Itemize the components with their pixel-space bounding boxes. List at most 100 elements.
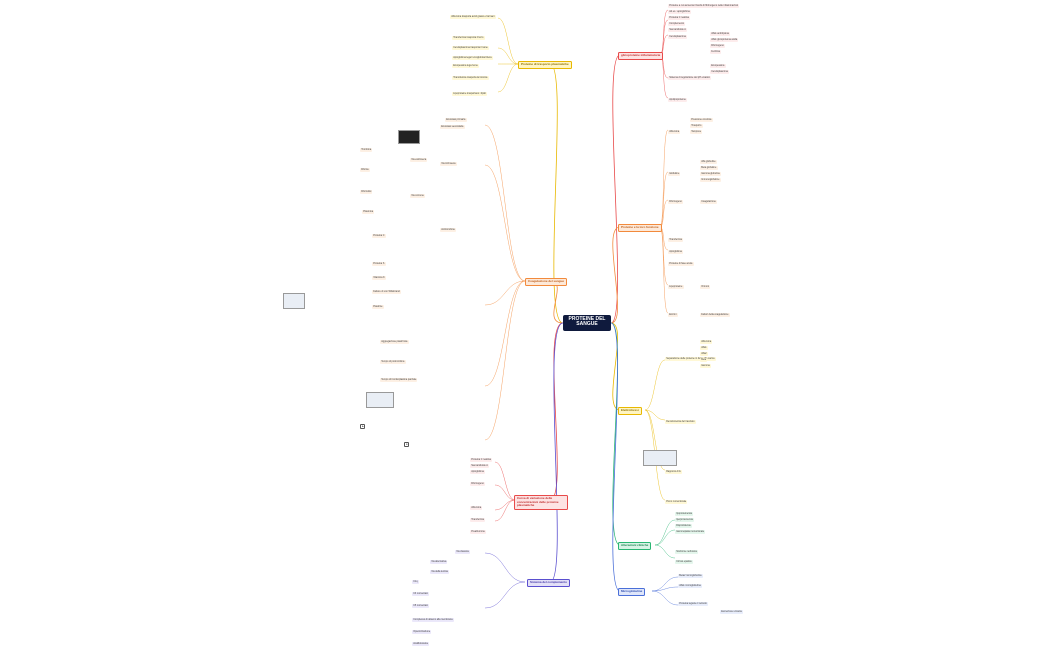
leaf-node[interactable]: Beta2 microglobulina — [678, 573, 703, 578]
leaf-node[interactable]: Lipoproteine trasportano i lipidi — [452, 91, 487, 96]
leaf-node[interactable]: Aptoglobina — [470, 469, 486, 474]
leaf-node[interactable]: Albumina trasporta acidi grassi e farmac… — [450, 14, 496, 19]
leaf-node[interactable]: Ipoproteinemia — [675, 511, 694, 516]
branch-elettroforesi[interactable]: Elettroforesi — [618, 407, 642, 415]
leaf-node[interactable]: Densitometria del tracciato — [665, 419, 696, 424]
leaf-node[interactable]: Ormoni — [700, 284, 711, 289]
leaf-node[interactable]: C3 convertasi — [412, 591, 429, 596]
leaf-node[interactable]: Pressione oncotica — [690, 117, 713, 122]
leaf-node[interactable]: Gamma globuline — [700, 171, 722, 176]
branch-coagulazione[interactable]: Coagulazione del sangue — [525, 278, 568, 286]
branch-glicoproteine[interactable]: glicoproteine infiammatorie — [618, 52, 664, 60]
leaf-node[interactable]: Proteina legante il retinolo — [678, 601, 709, 606]
leaf-node[interactable]: Transferrina — [668, 237, 684, 242]
leaf-node[interactable]: Emostasi secondaria — [440, 124, 465, 129]
leaf-node[interactable]: Sieroamiloide A — [668, 27, 687, 32]
leaf-node[interactable]: Fattori della coagulazione — [700, 312, 730, 317]
leaf-node[interactable]: Apolipoproteine — [668, 97, 687, 102]
leaf-node[interactable]: Ad es.: aptoglobina — [668, 9, 691, 14]
branch-proteine-funzione[interactable]: Proteine e la loro funzione — [618, 224, 662, 232]
branch-microglobuline[interactable]: Microglobuline — [618, 588, 646, 596]
leaf-node[interactable]: Proteina S — [372, 261, 386, 266]
leaf-node[interactable]: Via intrinseca — [440, 161, 457, 166]
leaf-node[interactable]: Alfa1 glicoproteina acida — [710, 37, 739, 42]
leaf-node[interactable]: Enzimi — [668, 312, 678, 317]
leaf-node[interactable]: Proteine di fase acuta — [668, 261, 694, 266]
leaf-node[interactable]: Albumina — [668, 129, 681, 134]
leaf-node[interactable]: Prealbumina — [470, 529, 486, 534]
leaf-node[interactable]: Emostasi primaria — [445, 117, 467, 122]
leaf-node[interactable]: Beta globuline — [700, 165, 718, 170]
leaf-node[interactable]: Via comune — [410, 193, 425, 198]
leaf-node[interactable]: Transtiretina trasporta la tiroxina — [452, 75, 489, 80]
leaf-node[interactable]: Fibrina — [360, 167, 370, 172]
leaf-node[interactable]: Albumina — [700, 339, 713, 344]
leaf-node[interactable]: Immunoglobuline — [700, 177, 721, 182]
leaf-node[interactable]: Albumina — [470, 505, 483, 510]
leaf-node[interactable]: Lipoproteine — [668, 284, 684, 289]
leaf-node[interactable]: Alfa1 microglobulina — [678, 583, 702, 588]
leaf-node[interactable]: Anafilotossine — [412, 641, 430, 646]
leaf-node[interactable]: Transferrina — [470, 517, 486, 522]
leaf-node[interactable]: Beta — [700, 357, 708, 362]
leaf-node[interactable]: Iperproteinemia — [675, 517, 694, 522]
leaf-node[interactable]: C1q — [412, 579, 419, 584]
central-topic[interactable]: PROTEINE DEL SANGUE — [563, 315, 611, 331]
branch-alterazioni[interactable]: Alterazioni cliniche — [618, 542, 652, 550]
leaf-node[interactable]: Globuline — [668, 171, 681, 176]
leaf-node[interactable]: Gamma — [700, 363, 711, 368]
leaf-node[interactable]: Picco monoclonale — [665, 499, 688, 504]
leaf-node[interactable]: Ceruloplasmina — [668, 34, 687, 39]
leaf-node[interactable]: Ceruloplasmina trasporta il rame — [452, 45, 489, 50]
leaf-node[interactable]: Separazione delle proteine in base alla … — [665, 356, 716, 361]
leaf-node[interactable]: Emopessina — [710, 63, 726, 68]
leaf-node[interactable]: Alfa globuline — [700, 159, 717, 164]
leaf-node[interactable]: Via della lectina — [430, 569, 450, 574]
leaf-node[interactable]: Rapporto A/G — [665, 469, 682, 474]
leaf-node[interactable]: Piastrine — [372, 304, 384, 309]
leaf-node[interactable]: Proteina C reattiva — [668, 15, 691, 20]
leaf-node[interactable]: Proteine a cui aumenta il livello di fib… — [668, 3, 740, 8]
leaf-node[interactable]: Alfa1 — [700, 345, 708, 350]
leaf-node[interactable]: Fattore di von Willebrand — [372, 289, 401, 294]
leaf-node[interactable]: Tempo di protrombina — [380, 359, 406, 364]
leaf-node[interactable]: Sieroamiloide A — [470, 463, 489, 468]
leaf-node[interactable]: Fibrinogeno — [668, 199, 684, 204]
leaf-node[interactable]: Tampone — [690, 129, 703, 134]
leaf-node[interactable]: Transferrina trasporta il ferro — [452, 35, 485, 40]
leaf-node[interactable]: Emopessina lega l'eme — [452, 63, 480, 68]
leaf-node[interactable]: Disprotidemie — [675, 523, 692, 528]
branch-trasporto[interactable]: Proteine di trasporto plasmatiche — [518, 61, 572, 69]
leaf-node[interactable]: Tempo di tromboplastina parziale — [380, 377, 418, 382]
leaf-node[interactable]: Via classica — [455, 549, 470, 554]
leaf-node[interactable]: Antitrombina — [440, 227, 456, 232]
leaf-node[interactable]: Sindrome nefrosica — [675, 549, 698, 554]
leaf-node[interactable]: Vitamina K — [372, 275, 386, 280]
leaf-node[interactable]: Complesso di attacco alla membrana — [412, 617, 454, 622]
leaf-node[interactable]: Cirrosi epatica — [675, 559, 693, 564]
leaf-node[interactable]: Proteina C reattiva — [470, 457, 493, 462]
leaf-node[interactable]: Fibrinogeno — [710, 43, 726, 48]
leaf-node[interactable]: Via alternativa — [430, 559, 448, 564]
branch-curva-variazione[interactable]: Curva di variazione delle concentrazioni… — [514, 495, 568, 510]
leaf-node[interactable]: Fibrinogeno — [470, 481, 486, 486]
leaf-node[interactable]: Ferritina — [710, 49, 722, 54]
leaf-node[interactable]: Trombina — [360, 147, 373, 152]
leaf-node[interactable]: Via estrinseca — [410, 157, 428, 162]
leaf-node[interactable]: Plasmina — [362, 209, 375, 214]
leaf-node[interactable]: Complemento — [668, 21, 686, 26]
leaf-node[interactable]: Aptoglobina — [668, 249, 684, 254]
leaf-node[interactable]: Aptoglobina lega l'emoglobina libera — [452, 55, 493, 60]
leaf-node[interactable]: Proteina C — [372, 233, 386, 238]
leaf-node[interactable]: Coagulazione — [700, 199, 717, 204]
leaf-node[interactable]: Aggregazione piastrinica — [380, 339, 409, 344]
leaf-node[interactable]: Sistema di regolazione del pH ematico — [668, 75, 712, 80]
leaf-node[interactable]: Gammopatia monoclonale — [675, 529, 706, 534]
leaf-node[interactable]: Fibrinolisi — [360, 189, 373, 194]
leaf-node[interactable]: Alfa1 antitripsina — [710, 31, 731, 36]
leaf-node[interactable]: Ceruloplasmina — [710, 69, 729, 74]
leaf-node[interactable]: Escrezione urinaria — [720, 609, 743, 614]
branch-complemento[interactable]: Sistema del complemento — [527, 579, 571, 587]
leaf-node[interactable]: Trasporto — [690, 123, 703, 128]
leaf-node[interactable]: Opsonizzazione — [412, 629, 432, 634]
